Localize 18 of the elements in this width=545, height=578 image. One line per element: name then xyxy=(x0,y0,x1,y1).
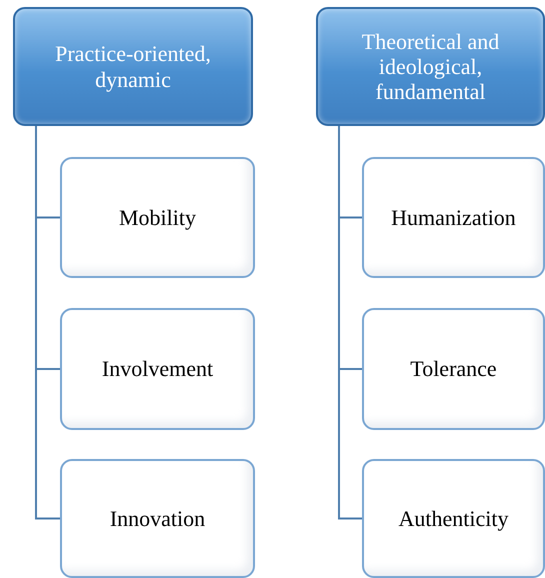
box-label: Mobility xyxy=(118,204,196,230)
item-box xyxy=(362,308,545,430)
box-label: Innovation xyxy=(110,506,206,532)
header-box xyxy=(13,7,253,126)
item-box xyxy=(362,157,545,278)
item-box xyxy=(60,157,255,278)
header-box xyxy=(316,7,545,126)
box-label: Theoretical and ideological, fundamental xyxy=(360,28,500,104)
connector-line xyxy=(338,126,362,520)
box-label: Tolerance xyxy=(410,356,497,382)
item-box xyxy=(60,459,255,578)
box-label: Humanization xyxy=(391,204,516,230)
box-label: Involvement xyxy=(102,356,214,382)
box-label: Practice-oriented, dynamic xyxy=(54,41,212,92)
item-box xyxy=(60,308,255,430)
connector-line xyxy=(35,126,60,520)
item-box xyxy=(362,459,545,578)
box-label: Authenticity xyxy=(398,506,508,532)
